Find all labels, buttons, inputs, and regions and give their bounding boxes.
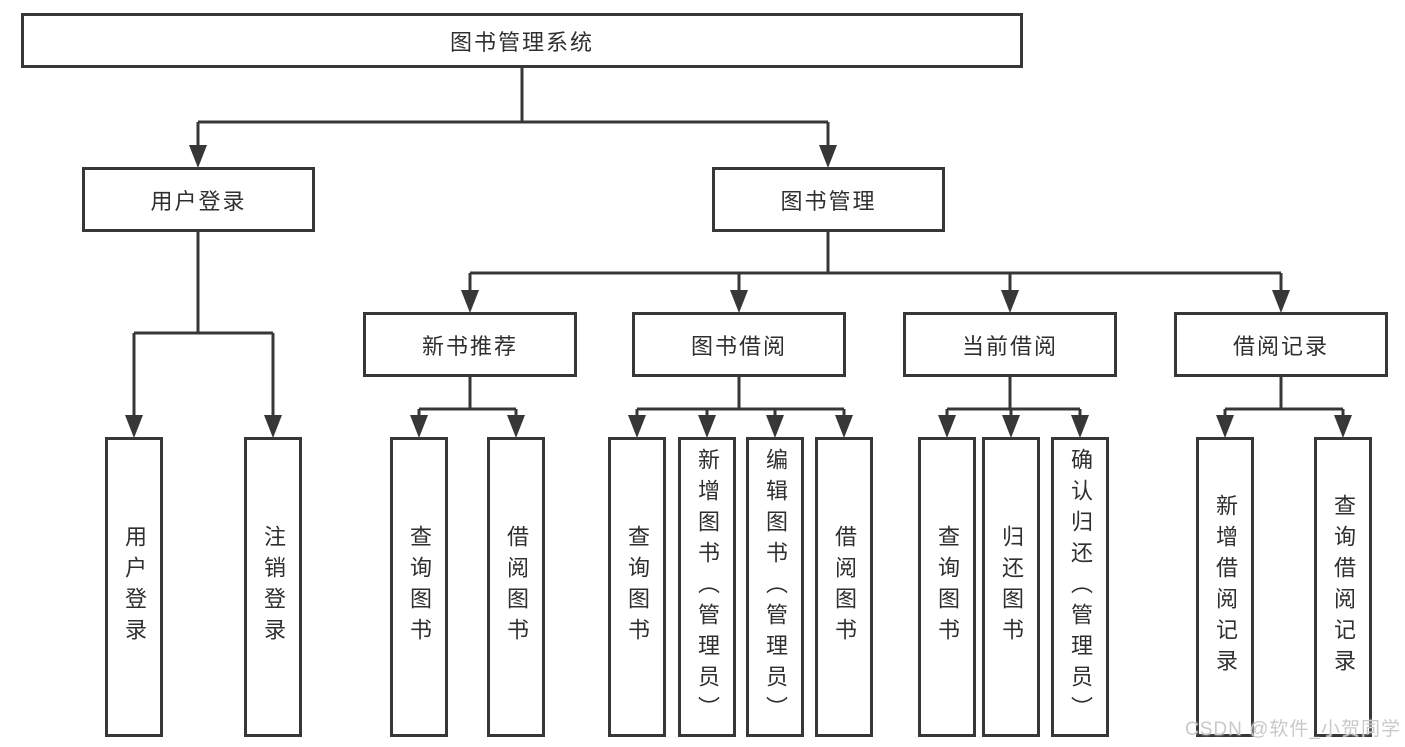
leaf-logout: 注销登录: [244, 437, 302, 737]
node-library-system: 图书管理系统: [21, 13, 1023, 68]
leaf-return-books: 归还图书: [982, 437, 1040, 737]
node-current-borrowing: 当前借阅: [903, 312, 1117, 377]
leaf-user-login: 用户登录: [105, 437, 163, 737]
leaf-query-borrow-record: 查询借阅记录: [1314, 437, 1372, 737]
leaf-confirm-return-admin: 确认归还（管理员）: [1051, 437, 1109, 737]
csdn-watermark: CSDN @软件_小贺同学: [1185, 719, 1401, 740]
leaf-edit-book-admin: 编辑图书（管理员）: [746, 437, 804, 737]
leaf-add-borrow-record: 新增借阅记录: [1196, 437, 1254, 737]
leaf-add-book-admin: 新增图书（管理员）: [678, 437, 736, 737]
node-book-borrowing: 图书借阅: [632, 312, 846, 377]
leaf-borrow-books-recommend: 借阅图书: [487, 437, 545, 737]
leaf-query-books-recommend: 查询图书: [390, 437, 448, 737]
arrowheads: [125, 145, 1352, 438]
node-borrowing-records: 借阅记录: [1174, 312, 1388, 377]
node-new-book-recommend: 新书推荐: [363, 312, 577, 377]
node-user-login: 用户登录: [82, 167, 315, 232]
leaf-query-books-borrowing: 查询图书: [608, 437, 666, 737]
leaf-borrow-books-borrowing: 借阅图书: [815, 437, 873, 737]
node-book-management: 图书管理: [712, 167, 945, 232]
leaf-query-books-current: 查询图书: [918, 437, 976, 737]
